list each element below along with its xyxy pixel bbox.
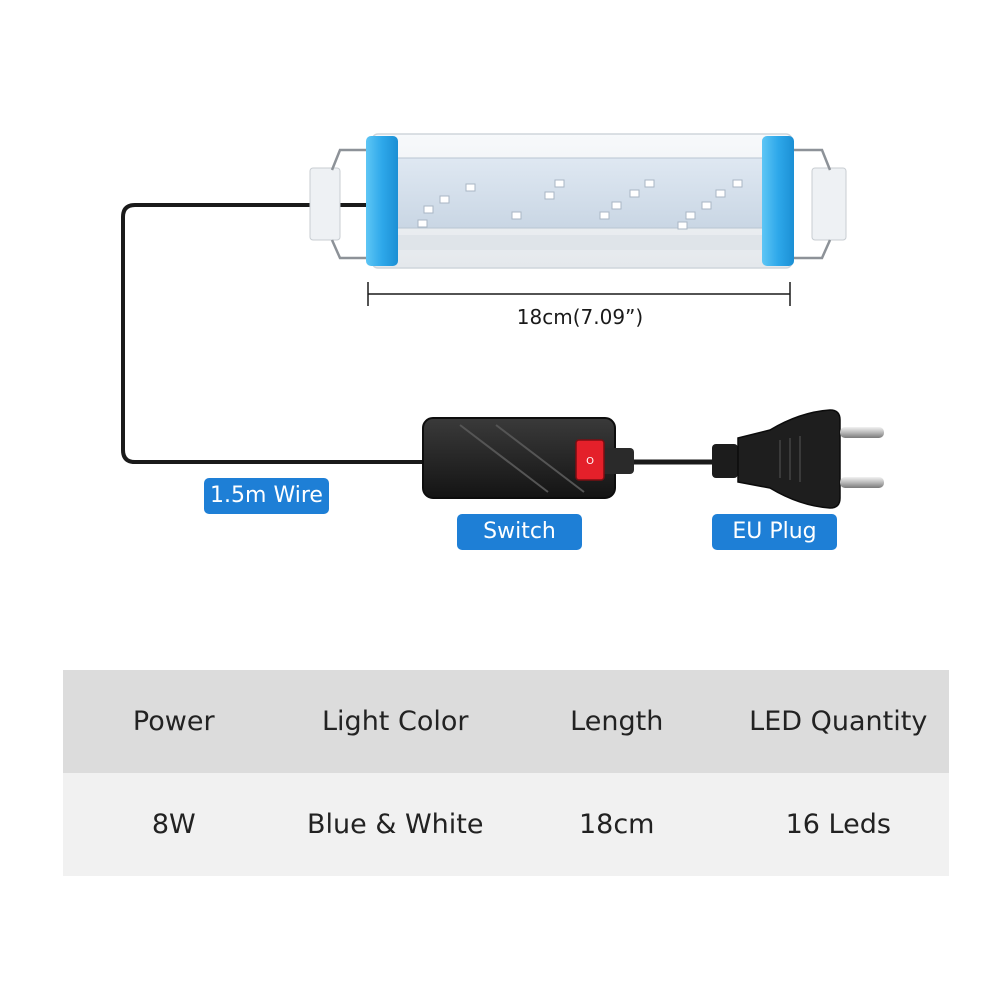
right-bracket <box>790 148 847 260</box>
power-cable <box>121 203 430 464</box>
value-power: 8W <box>151 809 196 840</box>
spec-table-header: Power Light Color Length LED Quantity <box>63 670 949 773</box>
rocker-switch <box>575 439 605 481</box>
length-dimension-label: 18cm(7.09”) <box>516 305 644 329</box>
led-chips <box>417 179 743 230</box>
switch-box: O <box>422 417 634 499</box>
plug-pin-bottom <box>840 477 884 488</box>
header-power: Power <box>132 706 215 737</box>
value-light-color: Blue & White <box>307 809 484 840</box>
value-led-quantity: 16 Leds <box>785 809 891 840</box>
switch-label: Switch <box>457 514 582 550</box>
plug-label: EU Plug <box>712 514 837 550</box>
right-end-cap <box>762 136 794 266</box>
header-light-color: Light Color <box>322 706 469 737</box>
wire-label: 1.5m Wire <box>204 478 329 514</box>
dimension-line <box>367 282 791 306</box>
eu-plug <box>712 409 884 509</box>
left-bracket <box>309 148 370 260</box>
product-illustration: O <box>121 133 884 509</box>
spec-table: Power Light Color Length LED Quantity 8W… <box>63 670 949 876</box>
header-length: Length <box>570 706 664 737</box>
led-light-bar <box>366 133 794 269</box>
value-length: 18cm <box>578 809 655 840</box>
plug-pin-top <box>840 427 884 438</box>
header-led-quantity: LED Quantity <box>749 706 928 737</box>
table-row: 8W Blue & White 18cm 16 Leds <box>63 773 949 876</box>
svg-text:O: O <box>586 456 594 467</box>
left-end-cap <box>366 136 398 266</box>
